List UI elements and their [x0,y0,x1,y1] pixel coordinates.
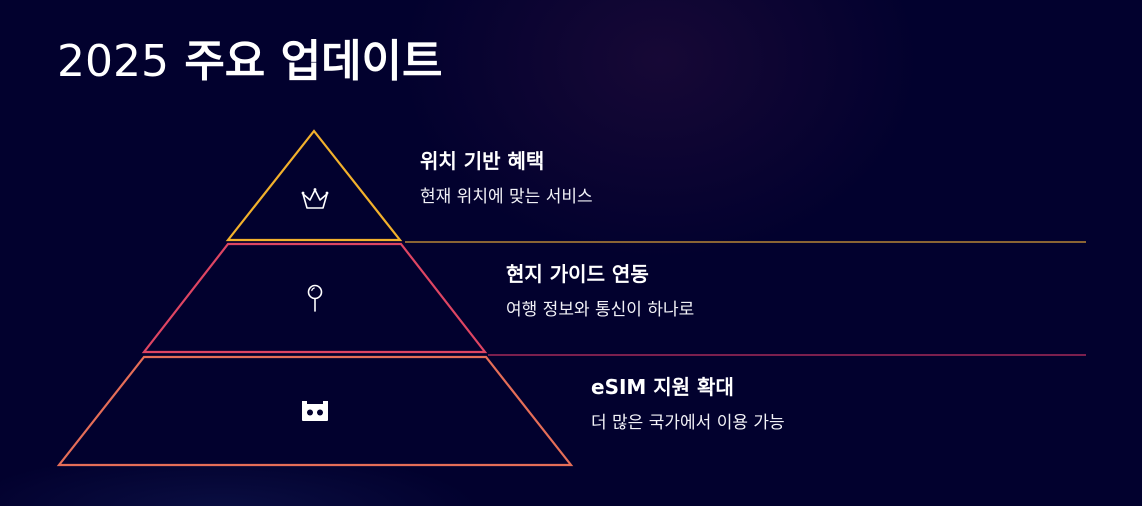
level-3-description: 더 많은 국가에서 이용 가능 [591,413,785,433]
pyramid-level-1-shape [225,129,403,242]
title-year: 2025 [57,36,169,87]
title-text: 주요 업데이트 [184,36,443,87]
pyramid-level-2-text: 현지 가이드 연동 여행 정보와 통신이 하나로 [506,261,694,321]
level-2-title: 현지 가이드 연동 [506,262,649,286]
level-2-description: 여행 정보와 통신이 하나로 [506,300,695,320]
page-title: 2025 주요 업데이트 [57,34,443,90]
pyramid-level-3-text: eSIM 지원 확대 더 많은 국가에서 이용 가능 [591,374,785,434]
map-pin-icon [307,284,323,312]
pyramid-level-1-text: 위치 기반 혜택 현재 위치에 맞는 서비스 [420,148,593,208]
level-1-title: 위치 기반 혜택 [420,149,545,173]
level-1-description: 현재 위치에 맞는 서비스 [420,187,593,207]
sim-card-icon [302,401,328,421]
level-3-title: eSIM 지원 확대 [591,375,734,399]
crown-icon [301,188,329,209]
